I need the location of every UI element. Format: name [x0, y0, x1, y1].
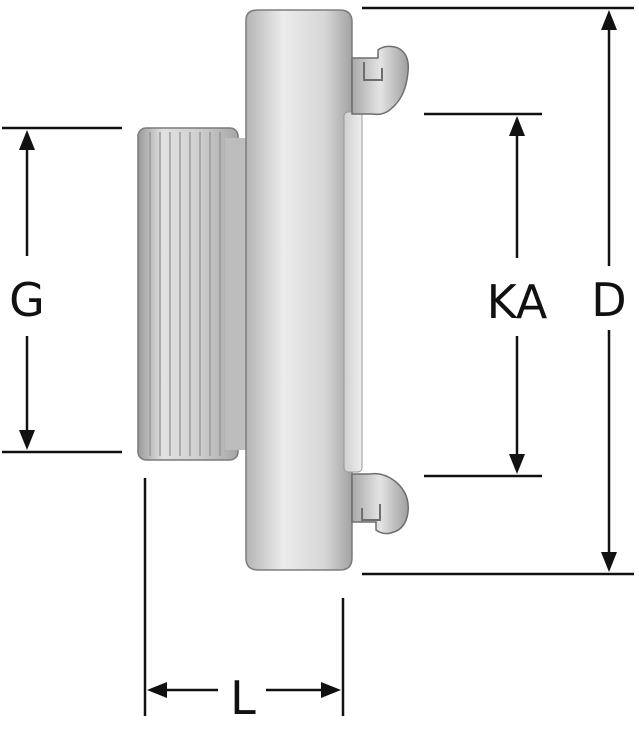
- label-g: G: [9, 273, 45, 327]
- thread-grooves: [149, 132, 221, 456]
- label-l: L: [230, 671, 256, 725]
- label-d: D: [591, 273, 626, 327]
- dimension-ka: [424, 112, 542, 478]
- flange-body: [245, 9, 353, 571]
- sealing-face: [343, 111, 363, 473]
- dimension-g: [2, 126, 122, 454]
- dimension-d: [362, 6, 634, 576]
- lower-claw: [351, 472, 409, 535]
- threaded-spigot: [137, 127, 247, 461]
- coupling-part: [137, 9, 410, 571]
- dimension-l: [143, 478, 345, 716]
- label-ka: KA: [487, 275, 548, 329]
